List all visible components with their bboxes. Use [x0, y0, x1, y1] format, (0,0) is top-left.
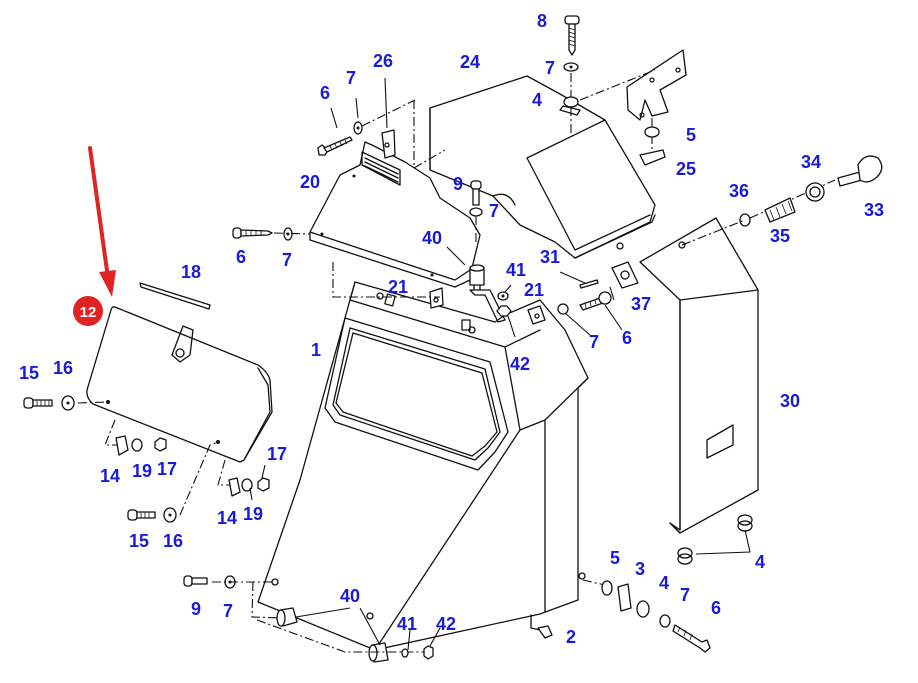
label-14[interactable]: 14 [217, 508, 237, 528]
label-34[interactable]: 34 [801, 152, 821, 172]
callout-labels: 8 7 24 4 26 6 7 5 25 34 33 36 35 20 9 7 … [19, 11, 884, 647]
label-37[interactable]: 37 [631, 294, 651, 314]
cab-body-1 [257, 281, 589, 651]
label-1[interactable]: 1 [311, 340, 321, 360]
label-9[interactable]: 9 [191, 599, 201, 619]
label-30[interactable]: 30 [780, 391, 800, 411]
label-14[interactable]: 14 [100, 466, 120, 486]
label-42[interactable]: 42 [436, 614, 456, 634]
label-7[interactable]: 7 [282, 250, 292, 270]
label-4[interactable]: 4 [532, 90, 542, 110]
label-6[interactable]: 6 [320, 83, 330, 103]
label-5[interactable]: 5 [686, 125, 696, 145]
label-17[interactable]: 17 [157, 459, 177, 479]
label-25[interactable]: 25 [676, 159, 696, 179]
label-6[interactable]: 6 [622, 328, 632, 348]
label-20[interactable]: 20 [300, 172, 320, 192]
label-41[interactable]: 41 [397, 614, 417, 634]
badge-text: 12 [80, 304, 97, 321]
label-19[interactable]: 19 [243, 504, 263, 524]
label-18[interactable]: 18 [181, 262, 201, 282]
label-15[interactable]: 15 [129, 531, 149, 551]
bracket-20 [309, 141, 481, 288]
label-4[interactable]: 4 [659, 573, 669, 593]
top-housing-24 [429, 75, 656, 259]
label-9[interactable]: 9 [453, 174, 463, 194]
fasteners [23, 15, 883, 663]
label-2[interactable]: 2 [566, 627, 576, 647]
label-5[interactable]: 5 [610, 548, 620, 568]
label-7[interactable]: 7 [680, 585, 690, 605]
label-31[interactable]: 31 [540, 247, 560, 267]
seal-strip-18 [139, 282, 211, 310]
leader-lines [249, 77, 623, 651]
door-panel-12 [86, 306, 273, 463]
label-3[interactable]: 3 [635, 559, 645, 579]
label-15[interactable]: 15 [19, 363, 39, 383]
label-21[interactable]: 21 [388, 277, 408, 297]
label-33[interactable]: 33 [864, 200, 884, 220]
label-24[interactable]: 24 [460, 52, 480, 72]
label-26[interactable]: 26 [373, 51, 393, 71]
label-6[interactable]: 6 [711, 598, 721, 618]
label-40[interactable]: 40 [340, 586, 360, 606]
label-7[interactable]: 7 [489, 201, 499, 221]
side-panel-30 [639, 217, 759, 534]
label-7[interactable]: 7 [346, 68, 356, 88]
part-12-badge[interactable]: 12 [73, 296, 103, 326]
label-40[interactable]: 40 [422, 228, 442, 248]
label-35[interactable]: 35 [770, 226, 790, 246]
label-19[interactable]: 19 [132, 461, 152, 481]
label-7[interactable]: 7 [589, 332, 599, 352]
label-6[interactable]: 6 [236, 247, 246, 267]
label-17[interactable]: 17 [267, 444, 287, 464]
label-16[interactable]: 16 [163, 531, 183, 551]
label-42[interactable]: 42 [510, 354, 530, 374]
label-16[interactable]: 16 [53, 358, 73, 378]
label-8[interactable]: 8 [537, 11, 547, 31]
label-41[interactable]: 41 [506, 260, 526, 280]
label-36[interactable]: 36 [729, 181, 749, 201]
label-7[interactable]: 7 [223, 601, 233, 621]
highlight-arrow [88, 146, 116, 297]
label-4[interactable]: 4 [755, 552, 765, 572]
label-21[interactable]: 21 [524, 280, 544, 300]
label-7[interactable]: 7 [545, 58, 555, 78]
